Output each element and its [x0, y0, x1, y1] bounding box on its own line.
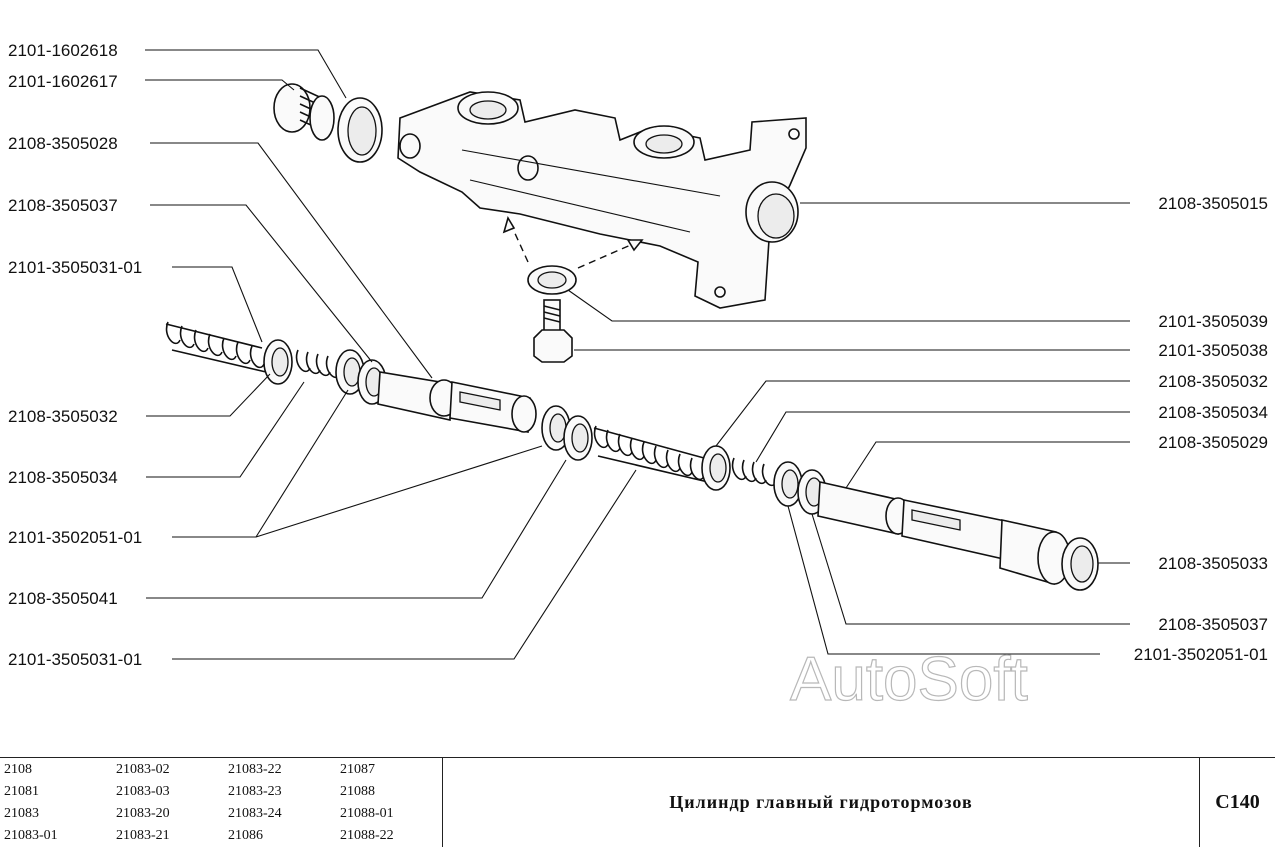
- model-code: 21086: [228, 828, 263, 843]
- model-code: 21083-20: [116, 806, 170, 821]
- model-code: 21083-24: [228, 806, 282, 821]
- part-label: 2101-3502051-01: [8, 528, 142, 547]
- part-label: 2108-3505028: [8, 134, 118, 153]
- model-code: 21081: [4, 784, 39, 799]
- reservoir-washer: [337, 97, 383, 163]
- model-code: 21083-23: [228, 784, 282, 799]
- page-code: C140: [1215, 791, 1260, 813]
- leader-lines: [145, 49, 1130, 660]
- arrow-head-2: [626, 239, 644, 252]
- reservoir-plug: [273, 83, 335, 141]
- master-cylinder-body: [397, 91, 807, 309]
- part-label: 2108-3505037: [1158, 615, 1268, 634]
- part-label: 2108-3505015: [1158, 194, 1268, 213]
- diagram-title: Цилиндр главный гидротормозов: [443, 758, 1200, 847]
- part-label: 2108-3505037: [8, 196, 118, 215]
- model-code: 2108: [4, 762, 32, 777]
- footer-table: 2108 21081 21083 21083-01 21083-02 21083…: [0, 757, 1275, 847]
- arrow-head-1: [502, 216, 516, 234]
- part-label: 2108-3505029: [1158, 433, 1268, 452]
- model-list: 2108 21081 21083 21083-01 21083-02 21083…: [0, 758, 443, 847]
- part-label: 2108-3505034: [1158, 403, 1268, 422]
- model-code: 21083-21: [116, 828, 170, 843]
- part-label: 2101-3502051-01: [1134, 645, 1268, 664]
- part-label: 2101-3505039: [1158, 312, 1268, 331]
- model-code: 21083: [4, 806, 39, 821]
- part-label: 2108-3505033: [1158, 554, 1268, 573]
- model-code: 21088-01: [340, 806, 394, 821]
- model-code: 21083-03: [116, 784, 170, 799]
- part-label: 2101-3505031-01: [8, 258, 142, 277]
- model-code: 21083-02: [116, 762, 170, 777]
- part-label: 2101-3505038: [1158, 341, 1268, 360]
- part-label: 2108-3505032: [8, 407, 118, 426]
- watermark: AutoSoft: [790, 645, 1028, 714]
- part-label: 2101-1602617: [8, 72, 118, 91]
- part-label: 2108-3505034: [8, 468, 118, 487]
- part-label: 2101-3505031-01: [8, 650, 142, 669]
- part-label: 2108-3505032: [1158, 372, 1268, 391]
- stop-bolt: [533, 299, 573, 363]
- stop-bolt-washer: [527, 265, 577, 295]
- piston-assembly: [165, 321, 1099, 591]
- model-code: 21087: [340, 762, 375, 777]
- model-code: 21083-22: [228, 762, 282, 777]
- part-label: 2108-3505041: [8, 589, 118, 608]
- part-label: 2101-1602618: [8, 41, 118, 60]
- model-code: 21088: [340, 784, 375, 799]
- model-code: 21088-22: [340, 828, 394, 843]
- model-code: 21083-01: [4, 828, 58, 843]
